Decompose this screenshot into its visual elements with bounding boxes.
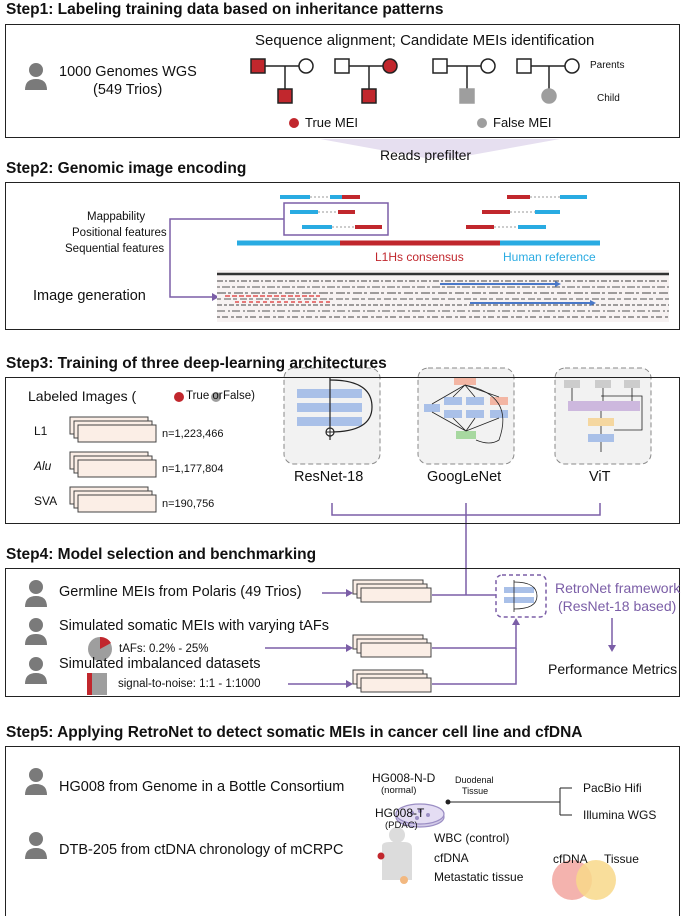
true-mei-legend: True MEI [305, 115, 358, 130]
false-mei-legend: False MEI [493, 115, 552, 130]
image-stack-l1 [69, 416, 157, 443]
step4-panel [5, 568, 680, 697]
signal-noise-range: signal-to-noise: 1:1 - 1:1000 [118, 678, 261, 690]
step2-panel [5, 182, 680, 330]
step1-subtitle: Sequence alignment; Candidate MEIs ident… [255, 32, 595, 49]
step1-panel [5, 24, 680, 138]
step4-title: Step4: Model selection and benchmarking [6, 546, 317, 563]
tissue-label: Tissue [462, 786, 489, 796]
image-stack-polaris [352, 579, 432, 603]
parents-label: Parents [590, 60, 625, 71]
reference-label: Human reference [503, 250, 596, 264]
dataset-l1-count: n=1,223,466 [162, 428, 224, 440]
illumina-label: Illumina WGS [583, 808, 657, 822]
googlenet-card [417, 367, 515, 465]
false-label-dot [211, 392, 221, 402]
false-close-label: False) [223, 390, 255, 402]
feature-sequential: Sequential features [65, 243, 165, 255]
human-body-icon [377, 827, 412, 884]
vit-card [554, 367, 652, 465]
source-trios: (549 Trios) [93, 82, 163, 98]
false-mei-dot [477, 118, 487, 128]
pdac-label: (PDAC) [385, 820, 418, 831]
feature-positional: Positional features [72, 227, 167, 239]
step1-title: Step1: Labeling training data based on i… [6, 1, 444, 18]
venn-tissue [576, 860, 616, 900]
image-stack-somatic [352, 634, 432, 658]
pedigree-4 [516, 58, 580, 104]
dataset-sva-count: n=190,756 [162, 498, 215, 510]
reads-left [280, 195, 382, 229]
dataset-alu-name: Alu [34, 459, 52, 473]
prefilter-label: Reads prefilter [380, 147, 472, 163]
framework-label: RetroNet framework [555, 580, 681, 596]
duodenal-label: Duodenal [455, 775, 494, 785]
pedigree-3 [432, 58, 496, 104]
germline-row: Germline MEIs from Polaris (49 Trios) [59, 584, 302, 600]
hg008-row: HG008 from Genome in a Bottle Consortium [59, 779, 345, 795]
performance-metrics: Performance Metrics [548, 661, 678, 677]
source-dataset: 1000 Genomes WGS [59, 64, 197, 80]
cfdna-label: cfDNA [434, 851, 469, 865]
normal-label: (normal) [381, 785, 417, 796]
step5-title: Step5: Applying RetroNet to detect somat… [6, 724, 583, 741]
venn-tissue-label: Tissue [604, 852, 639, 866]
step3-title: Step3: Training of three deep-learning a… [6, 355, 387, 372]
taf-range: tAFs: 0.2% - 25% [119, 643, 209, 655]
metastatic-label: Metastatic tissue [434, 870, 524, 884]
step2-title: Step2: Genomic image encoding [6, 160, 247, 177]
pedigree-2 [334, 58, 398, 104]
pacbio-label: PacBio Hifi [583, 781, 642, 795]
venn-cfdna-label: cfDNA [553, 852, 588, 866]
person-icon [25, 657, 47, 684]
model-googlenet-label: GoogLeNet [427, 469, 502, 485]
consensus-label: L1Hs consensus [375, 250, 464, 264]
person-icon [25, 618, 47, 645]
somatic-row: Simulated somatic MEIs with varying tAFs [59, 618, 329, 634]
encoding-connector [169, 218, 284, 298]
dataset-l1-name: L1 [34, 424, 48, 438]
person-icon [25, 63, 47, 90]
petri-dish-icon [395, 803, 445, 828]
true-label-dot [174, 392, 184, 402]
imbalanced-row: Simulated imbalanced datasets [59, 656, 261, 672]
framework-icon [495, 574, 547, 618]
dataset-alu-count: n=1,177,804 [162, 463, 224, 475]
feature-mappability: Mappability [87, 211, 146, 223]
child-label: Child [597, 93, 620, 104]
image-stack-imbalanced [352, 669, 432, 693]
labeled-images-label: Labeled Images ( [28, 388, 137, 404]
person-icon [25, 580, 47, 607]
dtb-row: DTB-205 from ctDNA chronology of mCRPC [59, 842, 344, 858]
pedigree-1 [250, 58, 314, 104]
model-vit-label: ViT [589, 469, 611, 485]
wbc-label: WBC (control) [434, 831, 510, 845]
image-stack-alu [69, 451, 157, 478]
model-resnet-label: ResNet-18 [294, 469, 364, 485]
image-generation-label: Image generation [33, 288, 146, 304]
true-or-label: True or [186, 390, 223, 402]
hg008-t-label: HG008-T [375, 806, 425, 820]
resnet-card [283, 367, 381, 465]
reads-right [466, 195, 587, 229]
person-icon [25, 768, 47, 795]
step5-panel [5, 746, 680, 916]
true-mei-dot [289, 118, 299, 128]
signal-noise-icon [87, 673, 107, 695]
framework-sublabel: (ResNet-18 based) [558, 598, 677, 614]
dataset-sva-name: SVA [34, 494, 58, 508]
image-stack-sva [69, 486, 157, 513]
genomic-image [217, 270, 669, 322]
step3-panel [5, 377, 680, 524]
person-icon [25, 832, 47, 859]
prefilter-funnel [320, 139, 560, 158]
hg008-nd-label: HG008-N-D [372, 771, 436, 785]
taf-pie-icon [88, 636, 112, 661]
